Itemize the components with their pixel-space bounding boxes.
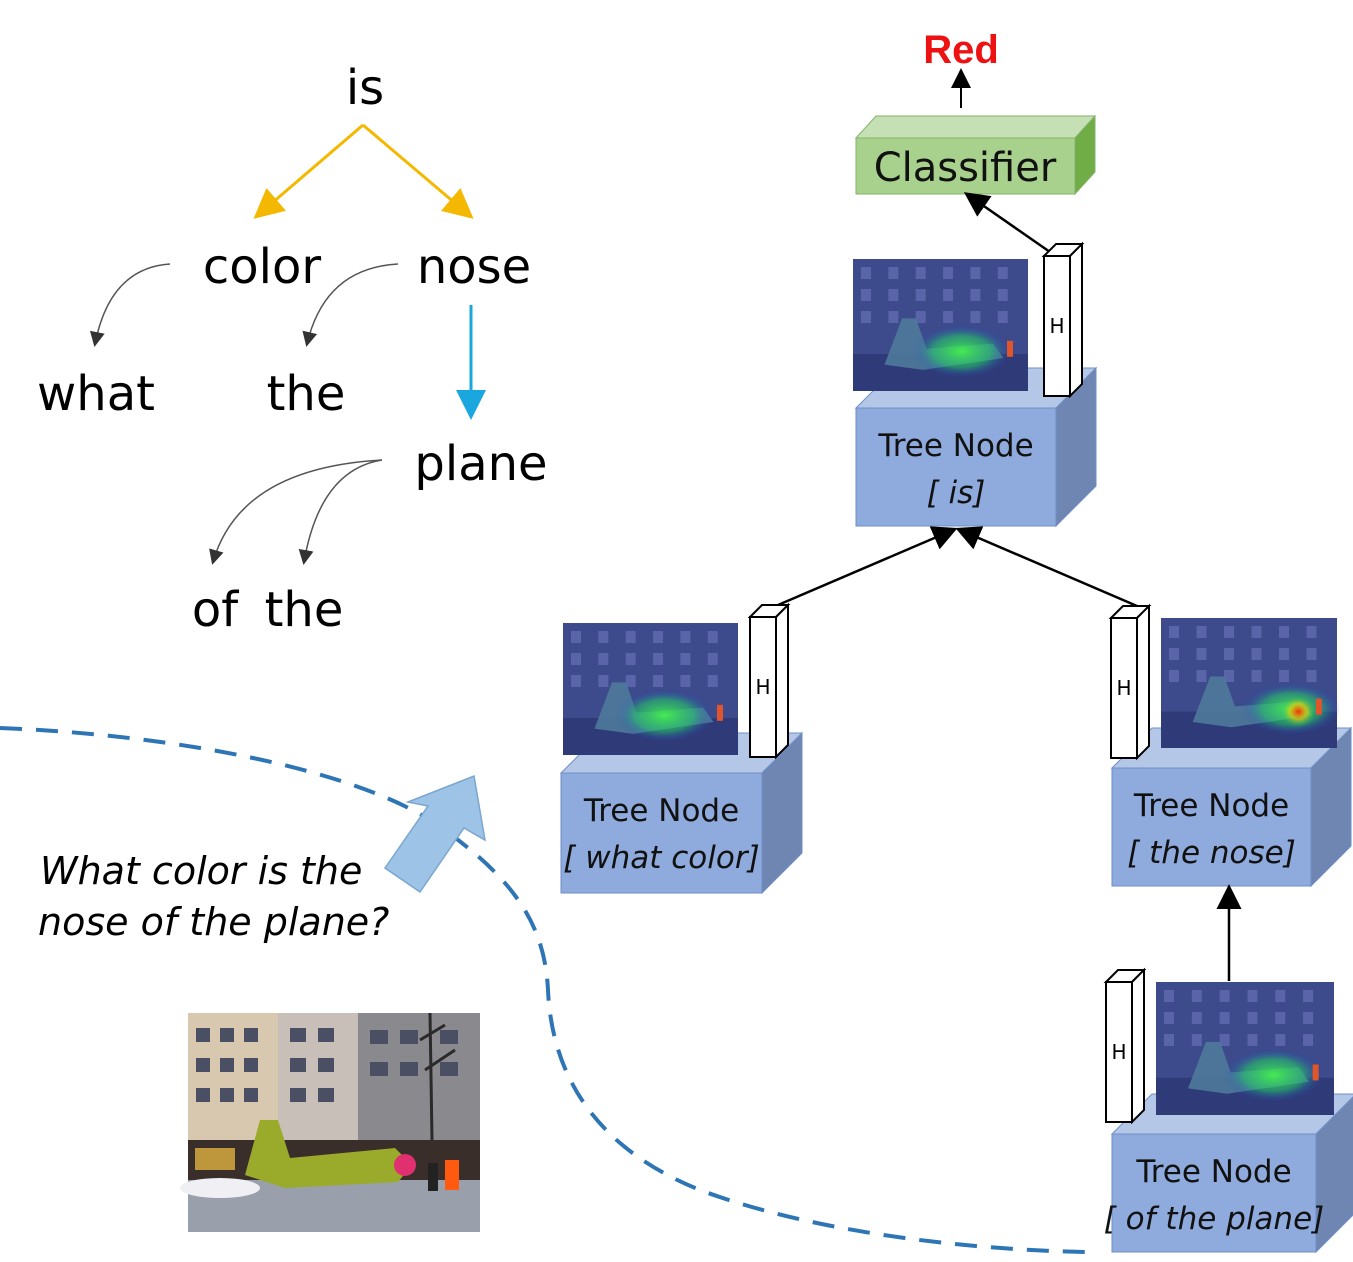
attention-map-image [853,259,1028,391]
tree-node-phrase: [ is] [927,475,986,511]
edge-is-color [253,123,364,219]
tree-node-face [1111,1133,1317,1253]
input-image [180,1012,480,1232]
word-the: the [267,366,346,422]
dashed-flow-path [0,726,1086,1254]
edge-nose-the [302,263,399,347]
word-color: color [203,239,321,295]
tree-node-title: Tree Node [583,793,739,829]
hidden-state-vector: H [1103,967,1147,1125]
edge-color-what [89,263,171,347]
word-of: of [192,582,239,638]
word-what: what [37,366,155,422]
word-is: is [346,60,384,116]
parse-tree: is color nose what the plane of the [37,60,548,638]
tree-node-of-the-plane: H Tree Node [ of the plane] [1103,967,1353,1254]
hidden-state-label: H [1111,1040,1126,1064]
classifier-label: Classifier [874,145,1057,191]
big-input-arrow [383,774,487,894]
word-the-2: the [265,582,344,638]
tree-node-face [1111,767,1312,887]
tree-node-face [560,772,763,894]
edge-whatcolor-to-is [777,526,958,607]
tree-node-face [855,407,1057,527]
tree-node-title: Tree Node [877,428,1033,464]
tree-node-what-color: H Tree Node [ what color] [559,602,804,895]
tree-node-the-nose: H Tree Node [ the nose] [1108,603,1353,888]
attention-map-image [1161,618,1341,748]
hidden-state-label: H [1116,676,1131,700]
hidden-state-vector: H [1108,603,1152,761]
tree-node-is: H Tree Node [ is] [853,241,1098,528]
edge-is-nose [362,123,474,219]
hidden-state-label: H [755,675,770,699]
edge-plane-of [209,459,383,565]
tree-node-phrase: [ of the plane] [1104,1201,1325,1237]
tree-node-phrase: [ the nose] [1127,835,1296,871]
h-to-classifier-arrow [963,192,1051,254]
tree-node-title: Tree Node [1135,1154,1291,1190]
classifier-box: Classifier [854,114,1097,196]
tree-node-phrase: [ what color] [563,840,759,876]
answer-label: Red [923,28,999,72]
word-nose: nose [417,239,531,295]
edge-plane-the [298,459,383,565]
question-line-1: What color is the [40,849,362,893]
question-line-2: nose of the plane? [38,900,389,944]
attention-map-image [1156,982,1334,1115]
tree-nodes-layer: H Tree Node [ is] H Tree Node [ what color] H T… [559,241,1353,1254]
hidden-state-vector: H [747,602,791,760]
word-plane: plane [414,436,547,492]
hidden-state-vector: H [1041,241,1085,399]
attention-map-image [563,623,738,755]
edge-thenose-to-is [955,526,1138,608]
tree-node-title: Tree Node [1133,788,1289,824]
hidden-state-label: H [1049,314,1064,338]
